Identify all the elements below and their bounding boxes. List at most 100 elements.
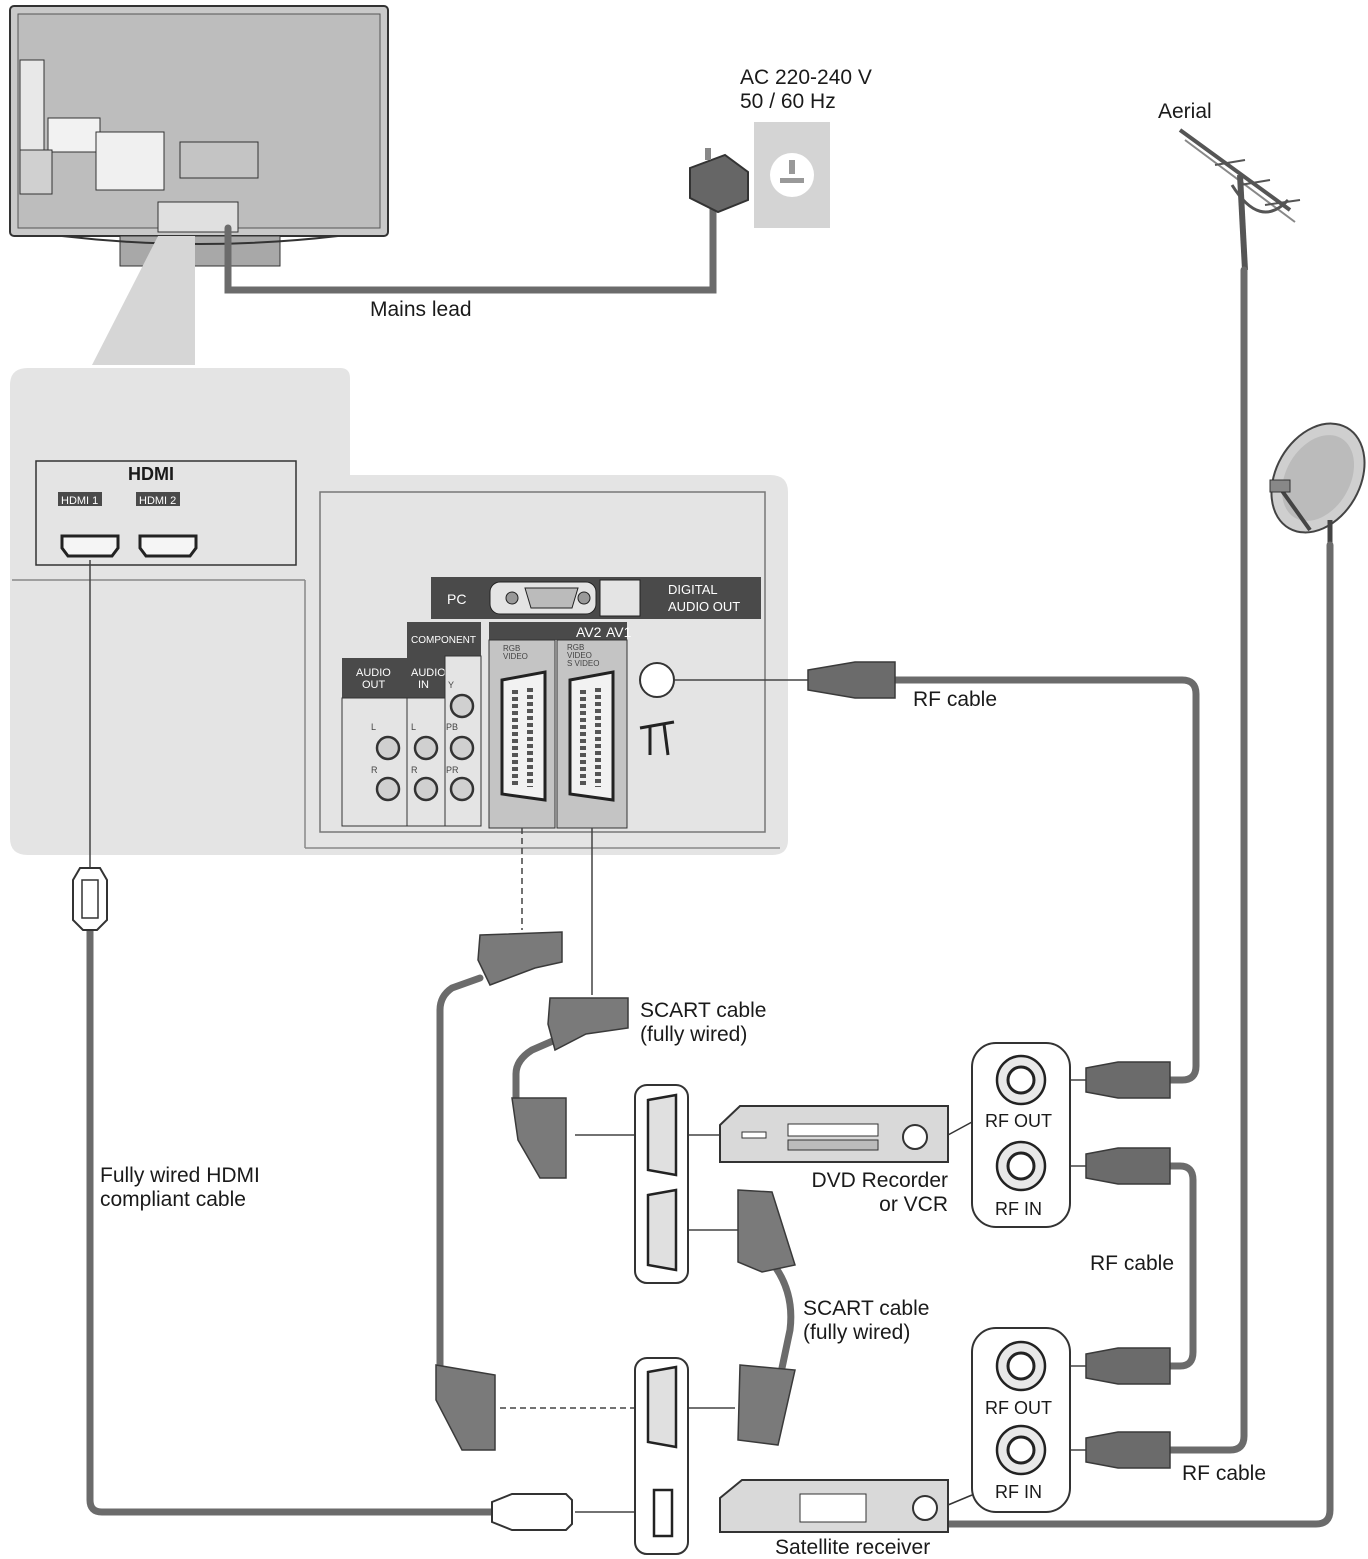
hdmi-cable-label-1: Fully wired HDMI (100, 1164, 260, 1187)
rf-cable-dvd-sat (1166, 1162, 1197, 1370)
dvd-rf-in-label: RF IN (995, 1199, 1042, 1219)
cables (86, 266, 1334, 1528)
scart-plug-icon (511, 1097, 567, 1179)
dish-cable (944, 541, 1334, 1528)
rf-cable-label-bottom: RF cable (1182, 1462, 1266, 1485)
rf-plug-icon (1085, 1147, 1171, 1185)
scart-cable-label-1a: SCART cable (640, 999, 766, 1022)
scart-cable-label-1b: (fully wired) (640, 1023, 747, 1046)
sat-rf-panel (971, 1327, 1071, 1513)
hdmi1-port-label: HDMI 1 (61, 495, 98, 507)
rf-cable-sat-aerial (1166, 266, 1248, 1454)
scart-cable-av1 (512, 1036, 559, 1102)
audio-in-l-jack[interactable] (413, 735, 439, 761)
pc-port-group: PC DIGITAL AUDIO OUT (431, 577, 761, 619)
zoom-wedge (92, 236, 195, 365)
sat-hdmi-socket[interactable] (652, 1488, 674, 1538)
hdmi-plug-icon (491, 1493, 573, 1531)
av2-scart-socket[interactable] (500, 670, 547, 802)
av2-rgb-label: RGB (503, 644, 520, 653)
wall-socket-icon (754, 122, 830, 228)
rf-cable-label-top: RF cable (913, 688, 997, 711)
component-pr-label: PR (446, 765, 459, 775)
sat-port-panel (634, 1357, 689, 1555)
dvd-scart-socket-1[interactable] (646, 1093, 678, 1177)
ac-frequency-label: 50 / 60 Hz (740, 90, 836, 113)
audio-out-label-1: AUDIO (356, 667, 391, 679)
audio-in-l-label: L (411, 722, 416, 732)
digital-audio-label-2: AUDIO OUT (668, 599, 740, 614)
rf-plug-icon (1085, 1431, 1171, 1469)
digital-audio-label-1: DIGITAL (668, 582, 718, 597)
scart-plug-icon (435, 1364, 496, 1451)
rf-plug-icon (1085, 1347, 1171, 1385)
dvd-recorder-icon (719, 1105, 973, 1163)
dvd-rf-out-label: RF OUT (985, 1111, 1052, 1131)
scart-plug-icon (547, 997, 629, 1052)
av1-video-label: VIDEO (567, 651, 592, 660)
component-y-label: Y (448, 680, 454, 690)
scart-cable-label-2b: (fully wired) (803, 1321, 910, 1344)
hdmi2-port[interactable] (138, 534, 198, 558)
av-audio-port-group: AUDIO OUT COMPONENT AUDIO IN L R L R Y P… (341, 622, 482, 827)
scart-cable-dvd-sat (766, 1256, 795, 1372)
ac-voltage-label: AC 220-240 V (740, 66, 872, 89)
dvd-rf-panel (971, 1042, 1071, 1228)
av1-rgb-label: RGB (567, 643, 584, 652)
mains-lead-label: Mains lead (370, 298, 472, 321)
dvd-scart-panel (634, 1084, 689, 1284)
aerial-icon (1178, 128, 1301, 271)
hdmi-cable-label-2: compliant cable (100, 1188, 246, 1211)
component-pr-jack[interactable] (449, 776, 475, 802)
av1-scart-socket[interactable] (568, 670, 615, 802)
scart-cable-label-2a: SCART cable (803, 1297, 929, 1320)
audio-out-l-label: L (371, 722, 376, 732)
av1-label: AV1 (606, 624, 632, 640)
sat-rf-out-label: RF OUT (985, 1398, 1052, 1418)
av1-svideo-label: S VIDEO (567, 659, 599, 668)
mains-lead-cable (224, 196, 717, 294)
hdmi-cable (86, 926, 496, 1516)
antenna-symbol-icon (639, 720, 675, 756)
rf-cable-tv-dvd (891, 676, 1200, 1084)
audio-out-r-jack[interactable] (375, 776, 401, 802)
hdmi1-port[interactable] (60, 534, 120, 558)
audio-out-r-label: R (371, 765, 378, 775)
rf-plug-icon (1085, 1061, 1171, 1099)
satellite-receiver-icon (719, 1479, 973, 1533)
sat-rf-in-label: RF IN (995, 1482, 1042, 1502)
audio-in-r-label: R (411, 765, 418, 775)
audio-out-l-jack[interactable] (375, 735, 401, 761)
digital-audio-port[interactable] (599, 579, 641, 617)
audio-in-label-2: IN (418, 679, 429, 691)
av2-video-label: VIDEO (503, 652, 528, 661)
rf-cable-label-mid: RF cable (1090, 1252, 1174, 1275)
tv-rear (9, 5, 389, 267)
satellite-dish-icon (1269, 422, 1366, 545)
dvd-scart-socket-2[interactable] (646, 1188, 678, 1272)
rf-plug-icon (807, 661, 896, 699)
scart-cable-av2 (436, 974, 484, 1374)
scart-port-group: AV2 AV1 RGB VIDEO RGB VIDEO S VIDEO (488, 622, 632, 829)
audio-in-r-jack[interactable] (413, 776, 439, 802)
audio-out-label-2: OUT (362, 679, 386, 691)
component-pb-label: PB (446, 722, 458, 732)
sat-scart-socket[interactable] (646, 1365, 678, 1449)
aerial-label: Aerial (1158, 100, 1212, 123)
av2-label: AV2 (576, 624, 602, 640)
scart-plug-icon (477, 931, 563, 986)
power-plug-icon (689, 148, 749, 214)
satellite-receiver-label: Satellite receiver (775, 1536, 930, 1559)
pc-vga-port[interactable] (524, 587, 579, 609)
component-label: COMPONENT (411, 635, 476, 646)
component-pb-jack[interactable] (449, 735, 475, 761)
scart-plug-icon (737, 1364, 796, 1446)
tv-rf-socket[interactable] (639, 662, 675, 698)
component-y-jack[interactable] (449, 693, 475, 719)
dvd-recorder-label-1: DVD Recorder (811, 1169, 948, 1192)
scart-plug-icon (737, 1189, 796, 1273)
hdmi2-port-label: HDMI 2 (139, 495, 176, 507)
audio-in-label-1: AUDIO (411, 667, 446, 679)
hdmi-logo: HDMI (128, 464, 174, 484)
